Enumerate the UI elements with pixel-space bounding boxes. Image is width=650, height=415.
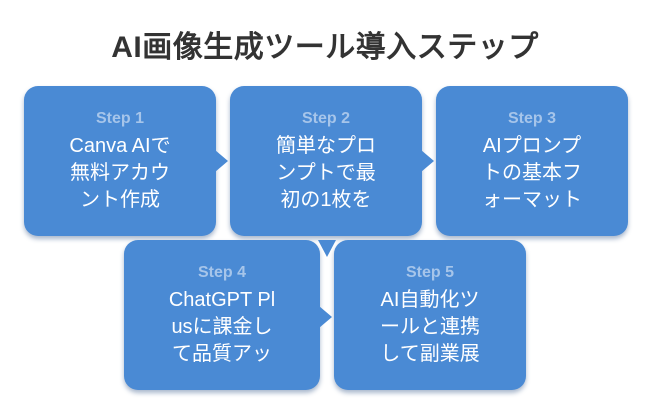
step-5-box: Step 5 AI自動化ツ ールと連携 して副業展 (334, 240, 526, 390)
step-2-box: Step 2 簡単なプロ ンプトで最 初の1枚を (230, 86, 422, 236)
right-arrow-step4-to-step5-icon (319, 306, 332, 328)
step-3-label: Step 3 (507, 110, 556, 127)
step-4-text-line: て品質アッ (172, 343, 272, 365)
step-1-box: Step 1 Canva AIで 無料アカウ ント作成 (24, 86, 216, 236)
step-4-label: Step 4 (197, 264, 246, 281)
step-5-text-line: AI自動化ツ (380, 289, 480, 311)
step-2-text-line: ンプトで最 (276, 162, 376, 184)
step-3-box: Step 3 AIプロンプ トの基本フ ォーマット (436, 86, 628, 236)
step-5-label: Step 5 (405, 264, 454, 281)
step-4-text-line: ChatGPT Pl (168, 289, 276, 311)
step-5-text-line: して副業展 (380, 343, 480, 365)
step-3-text-line: トの基本フ (482, 162, 582, 184)
step-1-label: Step 1 (95, 110, 144, 127)
step-5-text-line: ールと連携 (380, 316, 480, 338)
step-2-text-line: 初の1枚を (280, 189, 372, 211)
page-title: AI画像生成ツール導入ステップ (111, 31, 539, 64)
step-2-text-line: 簡単なプロ (276, 135, 376, 157)
right-arrow-step2-to-step3-icon (421, 150, 434, 172)
right-arrow-step1-to-step2-icon (215, 150, 228, 172)
step-3-text-line: AIプロンプ (482, 135, 582, 157)
step-1-text-line: ント作成 (80, 189, 160, 211)
step-2-label: Step 2 (301, 110, 350, 127)
step-4-text-line: usに課金し (171, 316, 273, 338)
down-arrow-row1-to-row2-icon (318, 240, 336, 257)
step-1-text-line: 無料アカウ (70, 162, 170, 184)
step-4-box: Step 4 ChatGPT Pl usに課金し て品質アッ (124, 240, 320, 390)
step-3-text-line: ォーマット (482, 189, 582, 211)
step-1-text-line: Canva AIで (69, 135, 171, 157)
